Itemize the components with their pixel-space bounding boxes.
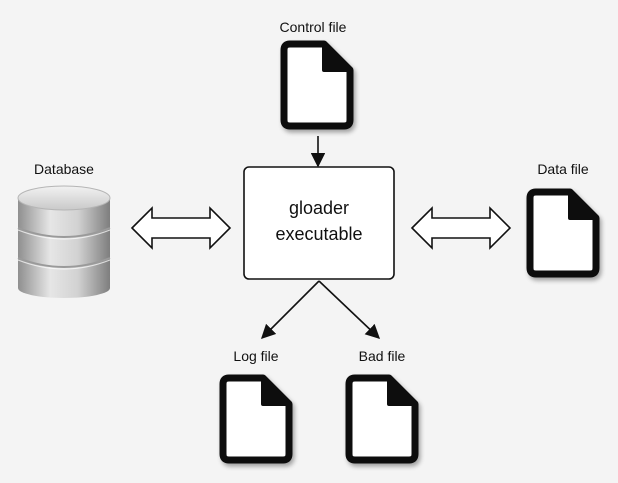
- database-icon: [17, 185, 111, 298]
- bad-file-node: Bad file: [345, 348, 419, 464]
- executable-datafile-double-arrow: [410, 206, 512, 250]
- document-icon: [280, 40, 354, 130]
- database-node: Database: [17, 161, 111, 298]
- control-file-node: Control file: [280, 19, 354, 130]
- database-label: Database: [34, 161, 94, 177]
- database-executable-double-arrow: [130, 206, 232, 250]
- executable-label-line1: gloader: [289, 198, 349, 218]
- data-file-node: Data file: [526, 161, 600, 278]
- executable-box: [243, 166, 395, 280]
- control-file-label: Control file: [280, 19, 347, 35]
- document-icon: [219, 374, 293, 464]
- executable-label-line2: executable: [275, 224, 362, 244]
- document-icon: [526, 188, 600, 278]
- log-file-node: Log file: [219, 348, 293, 464]
- document-icon: [345, 374, 419, 464]
- data-file-label: Data file: [537, 161, 589, 177]
- executable-to-log-arrow: [260, 280, 320, 340]
- gloader-executable-node: gloader executable: [243, 166, 395, 280]
- log-file-label: Log file: [233, 348, 278, 364]
- bad-file-label: Bad file: [359, 348, 406, 364]
- executable-to-bad-arrow: [318, 280, 381, 339]
